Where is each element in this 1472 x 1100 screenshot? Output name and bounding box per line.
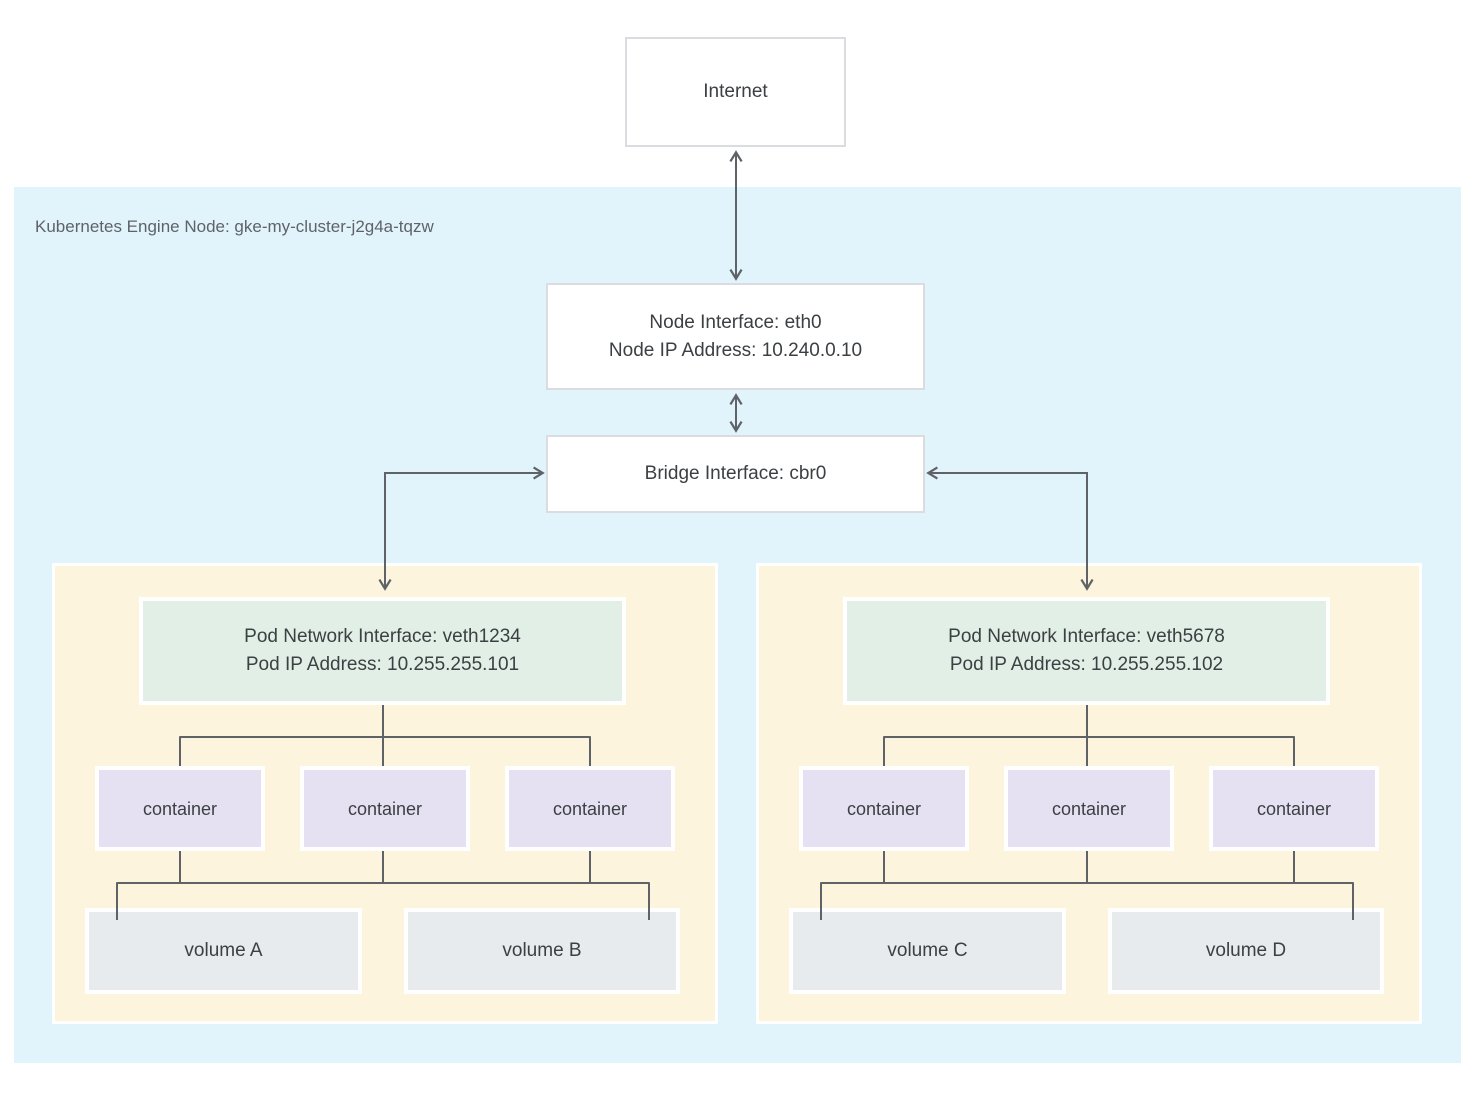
pod-1-volume-b: volume B — [404, 908, 680, 994]
pod-2-interface-line2: Pod IP Address: 10.255.255.102 — [949, 654, 1224, 675]
pod-1-volume-a: volume A — [85, 908, 362, 994]
pod-1-interface-line2: Pod IP Address: 10.255.255.101 — [245, 654, 520, 675]
pod-1-interface-line1: Pod Network Interface: veth1234 — [244, 626, 521, 647]
pod-2-container-2: container — [1004, 766, 1174, 851]
container-label: container — [552, 798, 628, 819]
pod-2: Pod Network Interface: veth5678 Pod IP A… — [756, 563, 1422, 1024]
internet-box: Internet — [625, 37, 846, 147]
pod-1-network-interface-box: Pod Network Interface: veth1234 Pod IP A… — [139, 597, 626, 705]
volume-label: volume B — [502, 940, 582, 961]
bridge-interface-label: Bridge Interface: cbr0 — [644, 463, 827, 484]
internet-label: Internet — [703, 81, 768, 102]
node-interface-line2: Node IP Address: 10.240.0.10 — [608, 339, 863, 361]
pod-2-container-3: container — [1209, 766, 1379, 851]
container-label: container — [1256, 798, 1332, 819]
pod-2-container-1: container — [799, 766, 969, 851]
pod-1: Pod Network Interface: veth1234 Pod IP A… — [52, 563, 718, 1024]
bridge-interface-box: Bridge Interface: cbr0 — [546, 435, 925, 513]
pod-2-network-interface-box: Pod Network Interface: veth5678 Pod IP A… — [843, 597, 1330, 705]
pod-2-volume-d: volume D — [1108, 908, 1384, 994]
container-label: container — [846, 798, 922, 819]
pod-1-container-2: container — [300, 766, 470, 851]
volume-label: volume C — [887, 940, 968, 961]
pod-1-container-1: container — [95, 766, 265, 851]
volume-label: volume A — [184, 940, 263, 961]
node-interface-box: Node Interface: eth0 Node IP Address: 10… — [546, 283, 925, 390]
pod-1-container-3: container — [505, 766, 675, 851]
container-label: container — [347, 798, 423, 819]
pod-2-volume-c: volume C — [789, 908, 1066, 994]
container-label: container — [142, 798, 218, 819]
container-label: container — [1051, 798, 1127, 819]
volume-label: volume D — [1205, 940, 1287, 961]
pod-2-interface-line1: Pod Network Interface: veth5678 — [948, 626, 1225, 647]
node-region-label: Kubernetes Engine Node: gke-my-cluster-j… — [35, 217, 434, 236]
node-interface-line1: Node Interface: eth0 — [649, 311, 822, 333]
